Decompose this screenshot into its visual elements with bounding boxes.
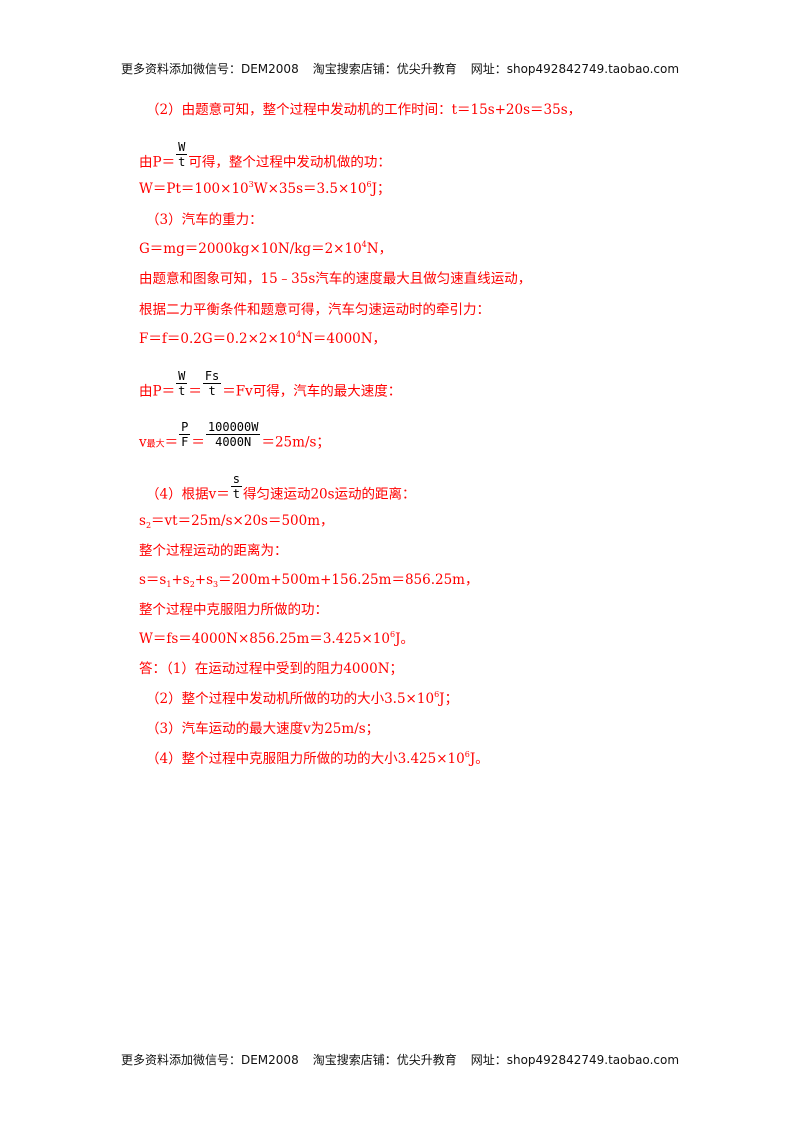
header-url: 网址：shop492842749.taobao.com (470, 62, 680, 76)
text: +s (194, 572, 214, 588)
page-footer: 更多资料添加微信号：DEM2008 淘宝搜索店铺：优尖升教育网址：shop4928… (0, 1051, 800, 1068)
text: J； (439, 691, 459, 707)
text: J； (371, 181, 391, 197)
text: 由P＝ (139, 383, 176, 400)
denominator: t (202, 383, 222, 399)
denominator: 4000N (205, 434, 261, 450)
text: J。 (395, 631, 414, 647)
text: （4）整个过程中克服阻力所做的功的大小3.425×10 (146, 751, 465, 767)
line-graph-analysis: 由题意和图象可知，15﹣35s汽车的速度最大且做匀速直线运动， (139, 271, 532, 287)
subscript: 3 (213, 580, 219, 589)
denominator: t (176, 383, 188, 398)
subscript: 2 (145, 521, 152, 530)
text: v (139, 434, 147, 451)
line-work-against-friction-label: 整个过程中克服阻力所做的功： (139, 602, 328, 618)
exponent: 6 (366, 180, 372, 189)
subscript: 2 (189, 580, 195, 589)
line-traction-force: F＝f＝0.2G＝0.2×2×104N＝4000N， (139, 330, 386, 348)
text: ＝25m/s； (261, 434, 330, 451)
line-s2-calc: s2＝vt＝25m/s×20s＝500m， (139, 512, 334, 530)
text: F＝f＝0.2G＝0.2×2×10 (139, 331, 296, 347)
text: ＝vt＝25m/s×20s＝500m， (151, 513, 334, 529)
line-work-against-friction: W＝fs＝4000N×856.25m＝3.425×106J。 (139, 630, 414, 648)
line-part2-time: （2）由题意可知，整个过程中发动机的工作时间：t＝15s+20s＝35s， (146, 102, 582, 118)
line-total-distance: s＝s1+s2+s3＝200m+500m+156.25m＝856.25m， (139, 571, 478, 589)
text: ＝200m+500m+156.25m＝856.25m， (218, 572, 479, 588)
exponent: 6 (389, 630, 396, 639)
text: （4）根据v＝ (146, 486, 230, 503)
line-answer-1: 答：（1）在运动过程中受到的阻力4000N； (139, 661, 404, 677)
footer-url: 网址：shop492842749.taobao.com (470, 1053, 680, 1067)
line-part3-gravity: （3）汽车的重力： (146, 212, 263, 228)
denominator: F (179, 434, 191, 449)
text: +s (171, 572, 190, 588)
numerator: W (178, 140, 186, 154)
denominator: t (176, 154, 188, 169)
footer-wechat: 更多资料添加微信号：DEM2008 (120, 1053, 299, 1067)
text: W×35s＝3.5×10 (253, 181, 367, 197)
line-answer-2: （2）整个过程中发动机所做的功的大小3.5×106J； (146, 690, 458, 708)
text: N＝4000N， (301, 331, 387, 347)
text: 得匀速运动20s运动的距离： (242, 486, 416, 503)
text: ＝ (164, 434, 179, 451)
text: 由P＝ (139, 154, 176, 171)
line-answer-4: （4）整个过程中克服阻力所做的功的大小3.425×106J。 (146, 750, 489, 768)
exponent: 4 (295, 330, 302, 339)
line-work-calc: W＝Pt＝100×103W×35s＝3.5×106J； (139, 180, 391, 198)
numerator: P (181, 420, 189, 434)
text: J。 (469, 751, 489, 767)
text: （2）整个过程中发动机所做的功的大小3.5×10 (146, 691, 435, 707)
text: s (139, 513, 146, 529)
text: s＝s (139, 572, 167, 588)
text: ＝ (188, 383, 202, 400)
text: 可得，整个过程中发动机做的功： (188, 154, 391, 171)
exponent: 6 (434, 690, 440, 699)
subscript: 1 (166, 580, 172, 589)
text: N， (366, 241, 393, 257)
text: W＝Pt＝100×10 (139, 181, 249, 197)
header-wechat: 更多资料添加微信号：DEM2008 (120, 62, 299, 76)
exponent: 4 (361, 240, 367, 249)
line-answer-3: （3）汽车运动的最大速度v为25m/s； (146, 721, 380, 737)
footer-shop: 淘宝搜索店铺：优尖升教育 (312, 1053, 457, 1067)
numerator: Fs (204, 369, 220, 383)
header-shop: 淘宝搜索店铺：优尖升教育 (312, 62, 457, 76)
exponent: 3 (248, 180, 254, 189)
line-total-distance-label: 整个过程运动的距离为： (139, 543, 288, 559)
line-balance-condition: 根据二力平衡条件和题意可得，汽车匀速运动时的牵引力： (139, 302, 490, 318)
numerator: W (178, 369, 186, 383)
text: ＝Fv可得，汽车的最大速度： (222, 383, 402, 400)
exponent: 6 (464, 750, 470, 759)
denominator: t (230, 486, 242, 501)
text: ＝ (191, 434, 205, 451)
subscript: 最大 (146, 439, 165, 450)
text: W＝fs＝4000N×856.25m＝3.425×10 (139, 631, 390, 647)
line-gravity-calc: G＝mg＝2000kg×10N/kg＝2×104N， (139, 240, 392, 258)
numerator: 100000W (207, 420, 259, 434)
text: G＝mg＝2000kg×10N/kg＝2×10 (139, 241, 362, 257)
numerator: s (232, 472, 240, 486)
page-header: 更多资料添加微信号：DEM2008 淘宝搜索店铺：优尖升教育网址：shop4928… (0, 60, 800, 77)
